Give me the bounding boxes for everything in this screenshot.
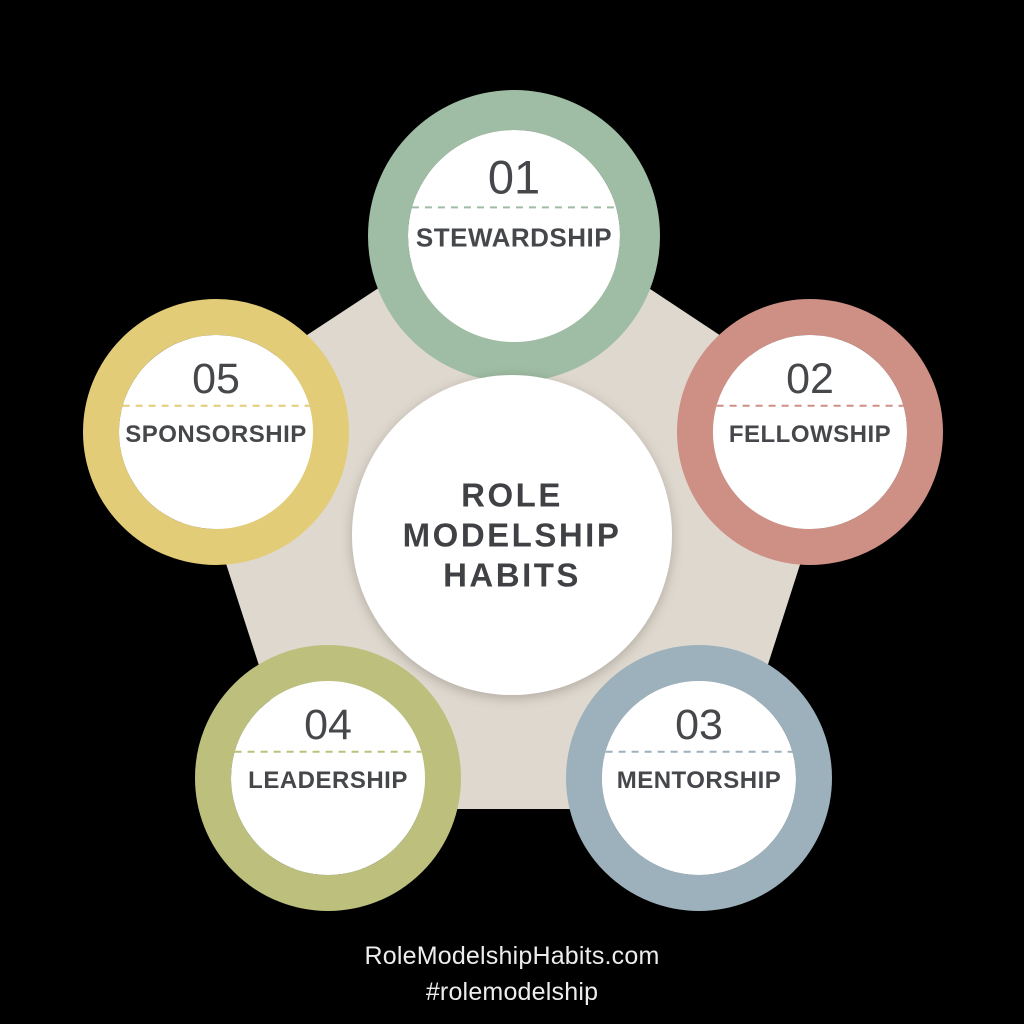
node-disc-03 (602, 681, 796, 875)
node-disc-04 (231, 681, 425, 875)
node-number-04: 04 (304, 701, 352, 749)
node-number-05: 05 (192, 355, 240, 403)
node-disc-05 (119, 335, 313, 529)
node-ring-02 (677, 299, 943, 565)
node-label-05: SPONSORSHIP (125, 421, 307, 448)
node-ring-05 (83, 299, 349, 565)
node-number-03: 03 (675, 701, 723, 749)
node-disc-02 (713, 335, 907, 529)
node-label-03: MENTORSHIP (617, 767, 782, 794)
node-ring-03 (566, 645, 832, 911)
node-number-01: 01 (488, 150, 540, 203)
node-ring-04 (195, 645, 461, 911)
node-label-04: LEADERSHIP (248, 767, 408, 794)
node-ring-01 (368, 90, 660, 382)
node-label-02: FELLOWSHIP (729, 421, 891, 448)
center-title-line-2: MODELSHIP (403, 517, 622, 554)
center-title-line-3: HABITS (443, 557, 581, 594)
node-label-01: STEWARDSHIP (416, 222, 612, 252)
footer-website[interactable]: RoleModelshipHabits.com (364, 942, 660, 970)
footer-hashtag[interactable]: #rolemodelship (425, 978, 599, 1006)
node-ring-group: 01STEWARDSHIP02FELLOWSHIP03MENTORSHIP04L… (83, 90, 943, 911)
node-disc-01 (408, 130, 620, 342)
node-number-02: 02 (786, 355, 834, 403)
footer-credits: RoleModelshipHabits.com #rolemodelship (0, 938, 1024, 1010)
center-title-line-1: ROLE (461, 477, 563, 514)
center-circle[interactable] (352, 375, 672, 695)
